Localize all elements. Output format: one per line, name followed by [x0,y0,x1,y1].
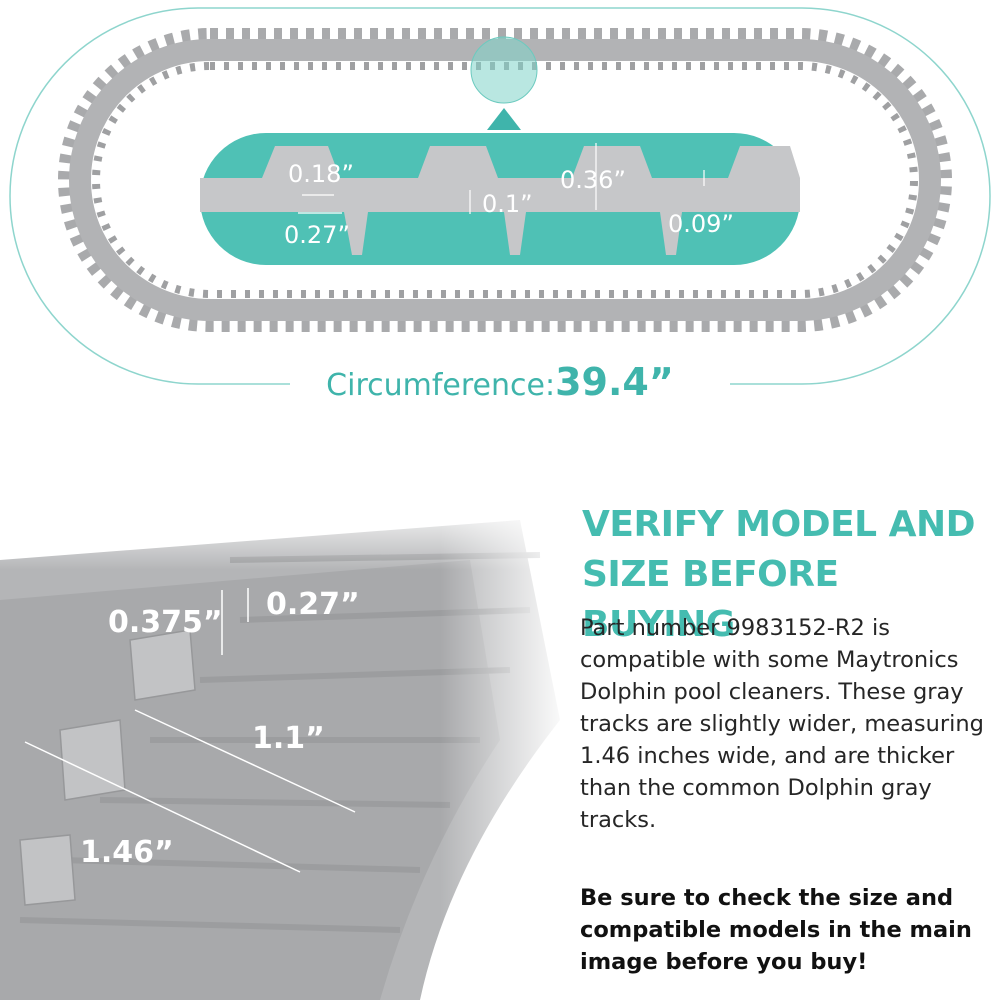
dim-label: 0.18” [288,160,354,188]
dim-label: 0.27” [284,221,350,249]
dim-label: 1.46” [80,835,174,870]
dim-label: 1.1” [252,721,325,756]
zoom-pointer [487,108,521,130]
dim-label: 0.36” [560,166,626,194]
outline-gap [290,374,730,394]
dim-label: 0.1” [482,190,533,218]
track-closeup-shade [0,560,500,1000]
circumference-text: Circumference: [326,368,556,403]
dim-label: 0.375” [108,605,223,640]
buyer-note: Be sure to check the size and compatible… [580,885,972,975]
top-dimension-labels: 0.18” 0.27” 0.1” 0.36” 0.09” [284,160,734,249]
track-loop-diagram [9,7,991,385]
dim-label: 0.27” [266,587,360,622]
heading-line-2: SIZE BEFORE BUYING [582,554,839,645]
verify-heading: VERIFY MODEL AND SIZE BEFORE BUYING [582,500,992,650]
circumference-value: 39.4” [555,360,674,404]
heading-line-1: VERIFY MODEL AND [582,504,976,545]
zoomed-track-segment [200,146,800,255]
circumference-label: Circumference:39.4” [0,360,1000,404]
zoom-circle [470,36,538,104]
dim-label: 0.09” [668,210,734,238]
product-description: Part number 9983152-R2 is compatible wit… [580,615,984,833]
track-lugs [19,629,196,906]
